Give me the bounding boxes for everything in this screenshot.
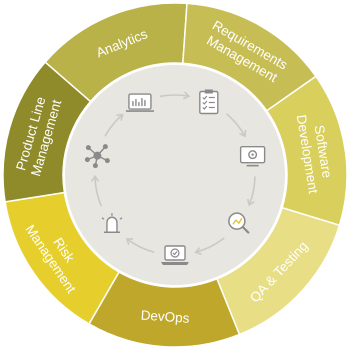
settings-monitor-icon	[239, 145, 266, 167]
arrow-head	[194, 247, 202, 256]
clipboard-checklist-icon	[199, 89, 219, 115]
network-hub-icon	[84, 144, 110, 169]
segment-label-line: DevOps	[140, 307, 190, 325]
arrow-head	[183, 91, 191, 100]
segment-label-devops: DevOps	[140, 307, 190, 325]
arrow-head	[116, 113, 124, 121]
analytics-monitor-icon	[125, 93, 154, 112]
cycle-icons	[84, 89, 266, 265]
magnifier-chart-icon	[228, 212, 250, 234]
alert-beacon-icon	[101, 213, 123, 234]
arrow-head	[90, 175, 100, 182]
laptop-check-icon	[161, 245, 189, 265]
arrow-head	[239, 130, 247, 138]
arrow-head	[125, 238, 133, 245]
cycle-arrows	[90, 91, 256, 256]
arrow-head	[247, 198, 255, 207]
inner-disc	[65, 65, 285, 285]
segment-product-line-management	[2, 61, 92, 203]
